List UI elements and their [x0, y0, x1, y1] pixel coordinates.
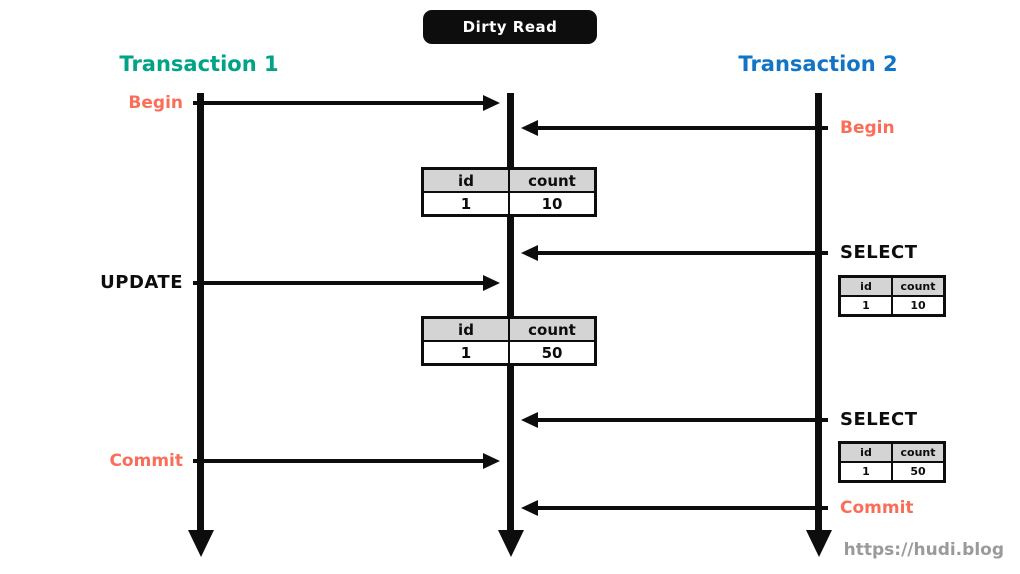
column-header-count: count	[891, 275, 946, 297]
down-arrowhead-icon	[498, 530, 524, 557]
timeline-transaction-1	[197, 93, 204, 530]
title-badge-label: Dirty Read	[462, 18, 558, 36]
right-arrowhead-icon	[483, 95, 500, 111]
transaction-2-heading: Transaction 2	[738, 52, 898, 76]
cell-id: 1	[421, 340, 510, 366]
cell-id: 1	[838, 461, 893, 483]
db-table-before-update: id count 1 10	[421, 167, 597, 217]
db-table-after-update: id count 1 50	[421, 316, 597, 366]
event-label-t2-commit: Commit	[840, 498, 914, 518]
cell-count-dirty: 50	[508, 340, 597, 366]
column-header-count: count	[508, 316, 597, 342]
left-arrowhead-icon	[521, 500, 538, 516]
watermark-url: https://hudi.blog	[843, 540, 1004, 560]
event-label-t1-commit: Commit	[109, 451, 183, 471]
arrow-t2-commit-line	[538, 506, 828, 510]
transaction-1-heading: Transaction 1	[119, 52, 279, 76]
event-label-t1-begin: Begin	[128, 93, 183, 113]
cell-id: 1	[421, 191, 510, 217]
right-arrowhead-icon	[483, 275, 500, 291]
select-result-table-1: id count 1 10	[838, 275, 946, 317]
timeline-database	[507, 93, 514, 530]
cell-count: 10	[508, 191, 597, 217]
cell-count: 10	[891, 295, 946, 317]
title-badge: Dirty Read	[423, 10, 597, 44]
left-arrowhead-icon	[521, 120, 538, 136]
arrow-t2-select1-line	[538, 251, 828, 255]
event-label-t2-select1: SELECT	[840, 242, 918, 263]
event-label-t2-begin: Begin	[840, 118, 895, 138]
arrow-t1-update-line	[193, 281, 483, 285]
column-header-count: count	[508, 167, 597, 193]
arrow-t1-begin-line	[193, 101, 483, 105]
select-result-table-2: id count 1 50	[838, 441, 946, 483]
column-header-id: id	[838, 441, 893, 463]
down-arrowhead-icon	[806, 530, 832, 557]
column-header-count: count	[891, 441, 946, 463]
column-header-id: id	[421, 167, 510, 193]
down-arrowhead-icon	[188, 530, 214, 557]
cell-count-dirty: 50	[891, 461, 946, 483]
left-arrowhead-icon	[521, 412, 538, 428]
event-label-t1-update: UPDATE	[100, 272, 183, 293]
arrow-t1-commit-line	[193, 459, 483, 463]
event-label-t2-select2: SELECT	[840, 409, 918, 430]
column-header-id: id	[838, 275, 893, 297]
arrow-t2-begin-line	[538, 126, 828, 130]
arrow-t2-select2-line	[538, 418, 828, 422]
column-header-id: id	[421, 316, 510, 342]
cell-id: 1	[838, 295, 893, 317]
timeline-transaction-2	[815, 93, 822, 530]
right-arrowhead-icon	[483, 453, 500, 469]
left-arrowhead-icon	[521, 245, 538, 261]
